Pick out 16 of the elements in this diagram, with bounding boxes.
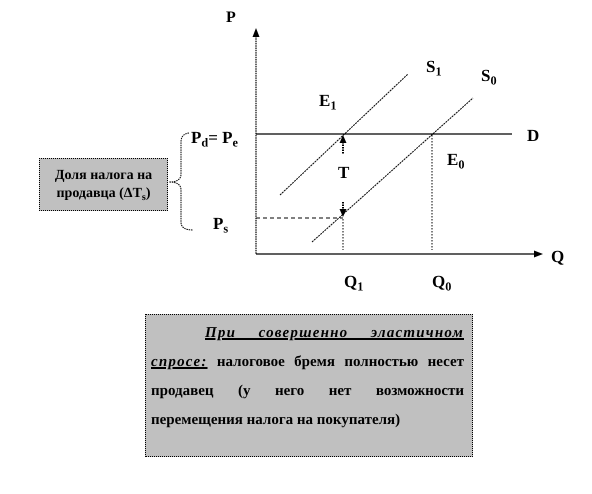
curve-label: D (527, 126, 540, 146)
note-text: Доля налога на продавца (ΔT$_{s}$) (54, 166, 154, 202)
price-label: P$_{s}$ (213, 214, 228, 234)
axis-label: P (226, 8, 236, 28)
point-label: E$_{0}$ (447, 150, 464, 170)
axis-label: Q (551, 247, 564, 267)
point-label: E$_{1}$ (319, 91, 336, 111)
explanation-text: При совершенно эластичном спросе: налоговое бремя полностью несет продавец (у него нет возможности перемещения налога на покупателя) (151, 324, 464, 430)
curve-label: S$_{0}$ (481, 66, 497, 86)
quantity-label: Q$_{1}$ (344, 272, 364, 292)
tax-label: T (338, 163, 350, 183)
price-label: P$_{d}$= P$_{e}$ (191, 128, 238, 148)
note-box (39, 158, 168, 211)
explanation-box (145, 314, 473, 457)
quantity-label: Q$_{0}$ (432, 272, 452, 292)
curve-label: S$_{1}$ (426, 57, 442, 77)
